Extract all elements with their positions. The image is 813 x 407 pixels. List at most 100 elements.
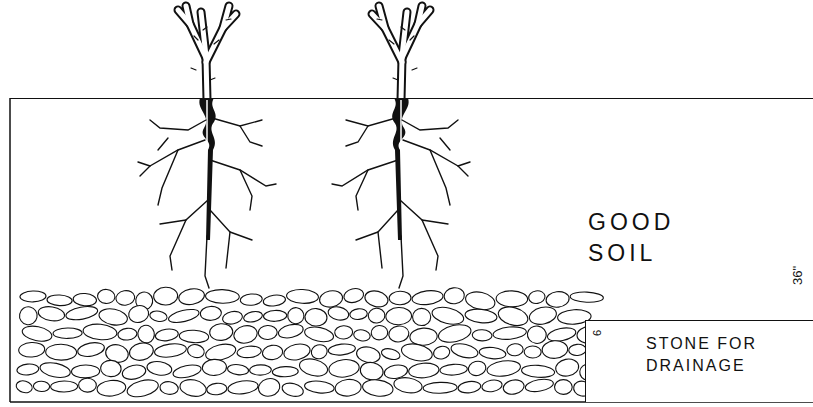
- stone: [393, 376, 423, 395]
- stone: [73, 293, 97, 307]
- stone: [256, 376, 281, 398]
- label-box: STONE FOR DRAINAGE: [585, 320, 813, 402]
- region-label: GOOD SOIL: [588, 207, 674, 269]
- stone: [272, 366, 298, 377]
- stone: [18, 342, 45, 358]
- stone: [53, 328, 82, 339]
- stone: [287, 307, 305, 325]
- stone: [178, 287, 206, 307]
- stone: [389, 291, 411, 305]
- stone: [205, 289, 239, 303]
- stone: [359, 360, 385, 381]
- stone: [327, 305, 350, 322]
- stone: [209, 323, 233, 341]
- stone: [51, 381, 78, 392]
- stone: [437, 322, 473, 345]
- stone: [413, 308, 431, 325]
- stone: [524, 377, 554, 393]
- stone: [179, 329, 209, 343]
- stone: [524, 346, 541, 358]
- stone: [496, 304, 530, 328]
- stone: [146, 360, 173, 377]
- stone: [186, 343, 206, 360]
- stone: [554, 380, 572, 395]
- stone: [159, 381, 179, 396]
- stone: [100, 360, 121, 377]
- stone: [304, 308, 327, 327]
- stone: [486, 359, 521, 378]
- stone: [303, 325, 335, 344]
- soil-band: GOOD SOIL: [10, 98, 813, 292]
- stone: [71, 365, 99, 378]
- stone: [443, 287, 465, 305]
- stone: [298, 356, 330, 379]
- stone: [16, 363, 39, 376]
- stone: [263, 310, 287, 322]
- stone: [546, 326, 577, 343]
- stone: [467, 359, 488, 377]
- stone: [128, 341, 155, 363]
- stone: [408, 362, 439, 379]
- stone: [97, 289, 116, 304]
- stone: [240, 293, 263, 306]
- stone: [502, 378, 525, 396]
- stone: [409, 327, 437, 346]
- stone: [178, 377, 207, 398]
- stone: [121, 363, 147, 381]
- stone: [237, 345, 262, 359]
- stone: [258, 325, 278, 340]
- stone: [310, 343, 329, 361]
- stone: [125, 377, 160, 400]
- stone: [328, 343, 356, 357]
- stone: [528, 290, 546, 305]
- stone: [127, 304, 151, 325]
- stone: [221, 310, 243, 326]
- stone: [249, 365, 271, 376]
- stone: [155, 328, 179, 343]
- stone: [472, 329, 492, 341]
- stone: [281, 381, 305, 399]
- stone: [545, 290, 570, 308]
- dimension-label: 6: [591, 330, 603, 336]
- stone: [206, 382, 227, 395]
- stone: [136, 324, 156, 345]
- stone: [362, 378, 394, 398]
- stone: [318, 289, 344, 309]
- stone: [385, 307, 411, 325]
- stone: [202, 359, 227, 376]
- rose-bush: [138, 6, 276, 288]
- stone: [328, 358, 360, 379]
- stone: [430, 304, 465, 327]
- stone: [304, 380, 335, 395]
- stone: [263, 294, 287, 308]
- stone: [18, 305, 39, 326]
- stone: [464, 308, 497, 325]
- stone: [355, 345, 381, 365]
- stone: [368, 308, 385, 324]
- rose-bush: [332, 6, 470, 288]
- stone: [479, 346, 507, 360]
- stone: [78, 378, 96, 393]
- stone: [149, 310, 168, 323]
- dimension-label: 36": [790, 266, 805, 285]
- stone: [243, 310, 264, 324]
- stone: [388, 325, 410, 344]
- stone: [115, 289, 136, 306]
- stone: [286, 289, 319, 304]
- stone: [37, 305, 65, 323]
- stone: [411, 289, 444, 306]
- stone: [423, 382, 457, 394]
- stone: [363, 289, 389, 310]
- stone: [117, 327, 137, 340]
- stone: [334, 325, 353, 339]
- stone: [371, 325, 389, 341]
- stone: [33, 381, 50, 392]
- stone: [521, 364, 555, 378]
- stone: [349, 308, 367, 320]
- drainage-stones: [15, 287, 607, 400]
- stone: [154, 342, 187, 359]
- stone: [46, 344, 77, 360]
- stone: [227, 379, 259, 396]
- stone: [493, 325, 527, 340]
- stone: [353, 328, 371, 342]
